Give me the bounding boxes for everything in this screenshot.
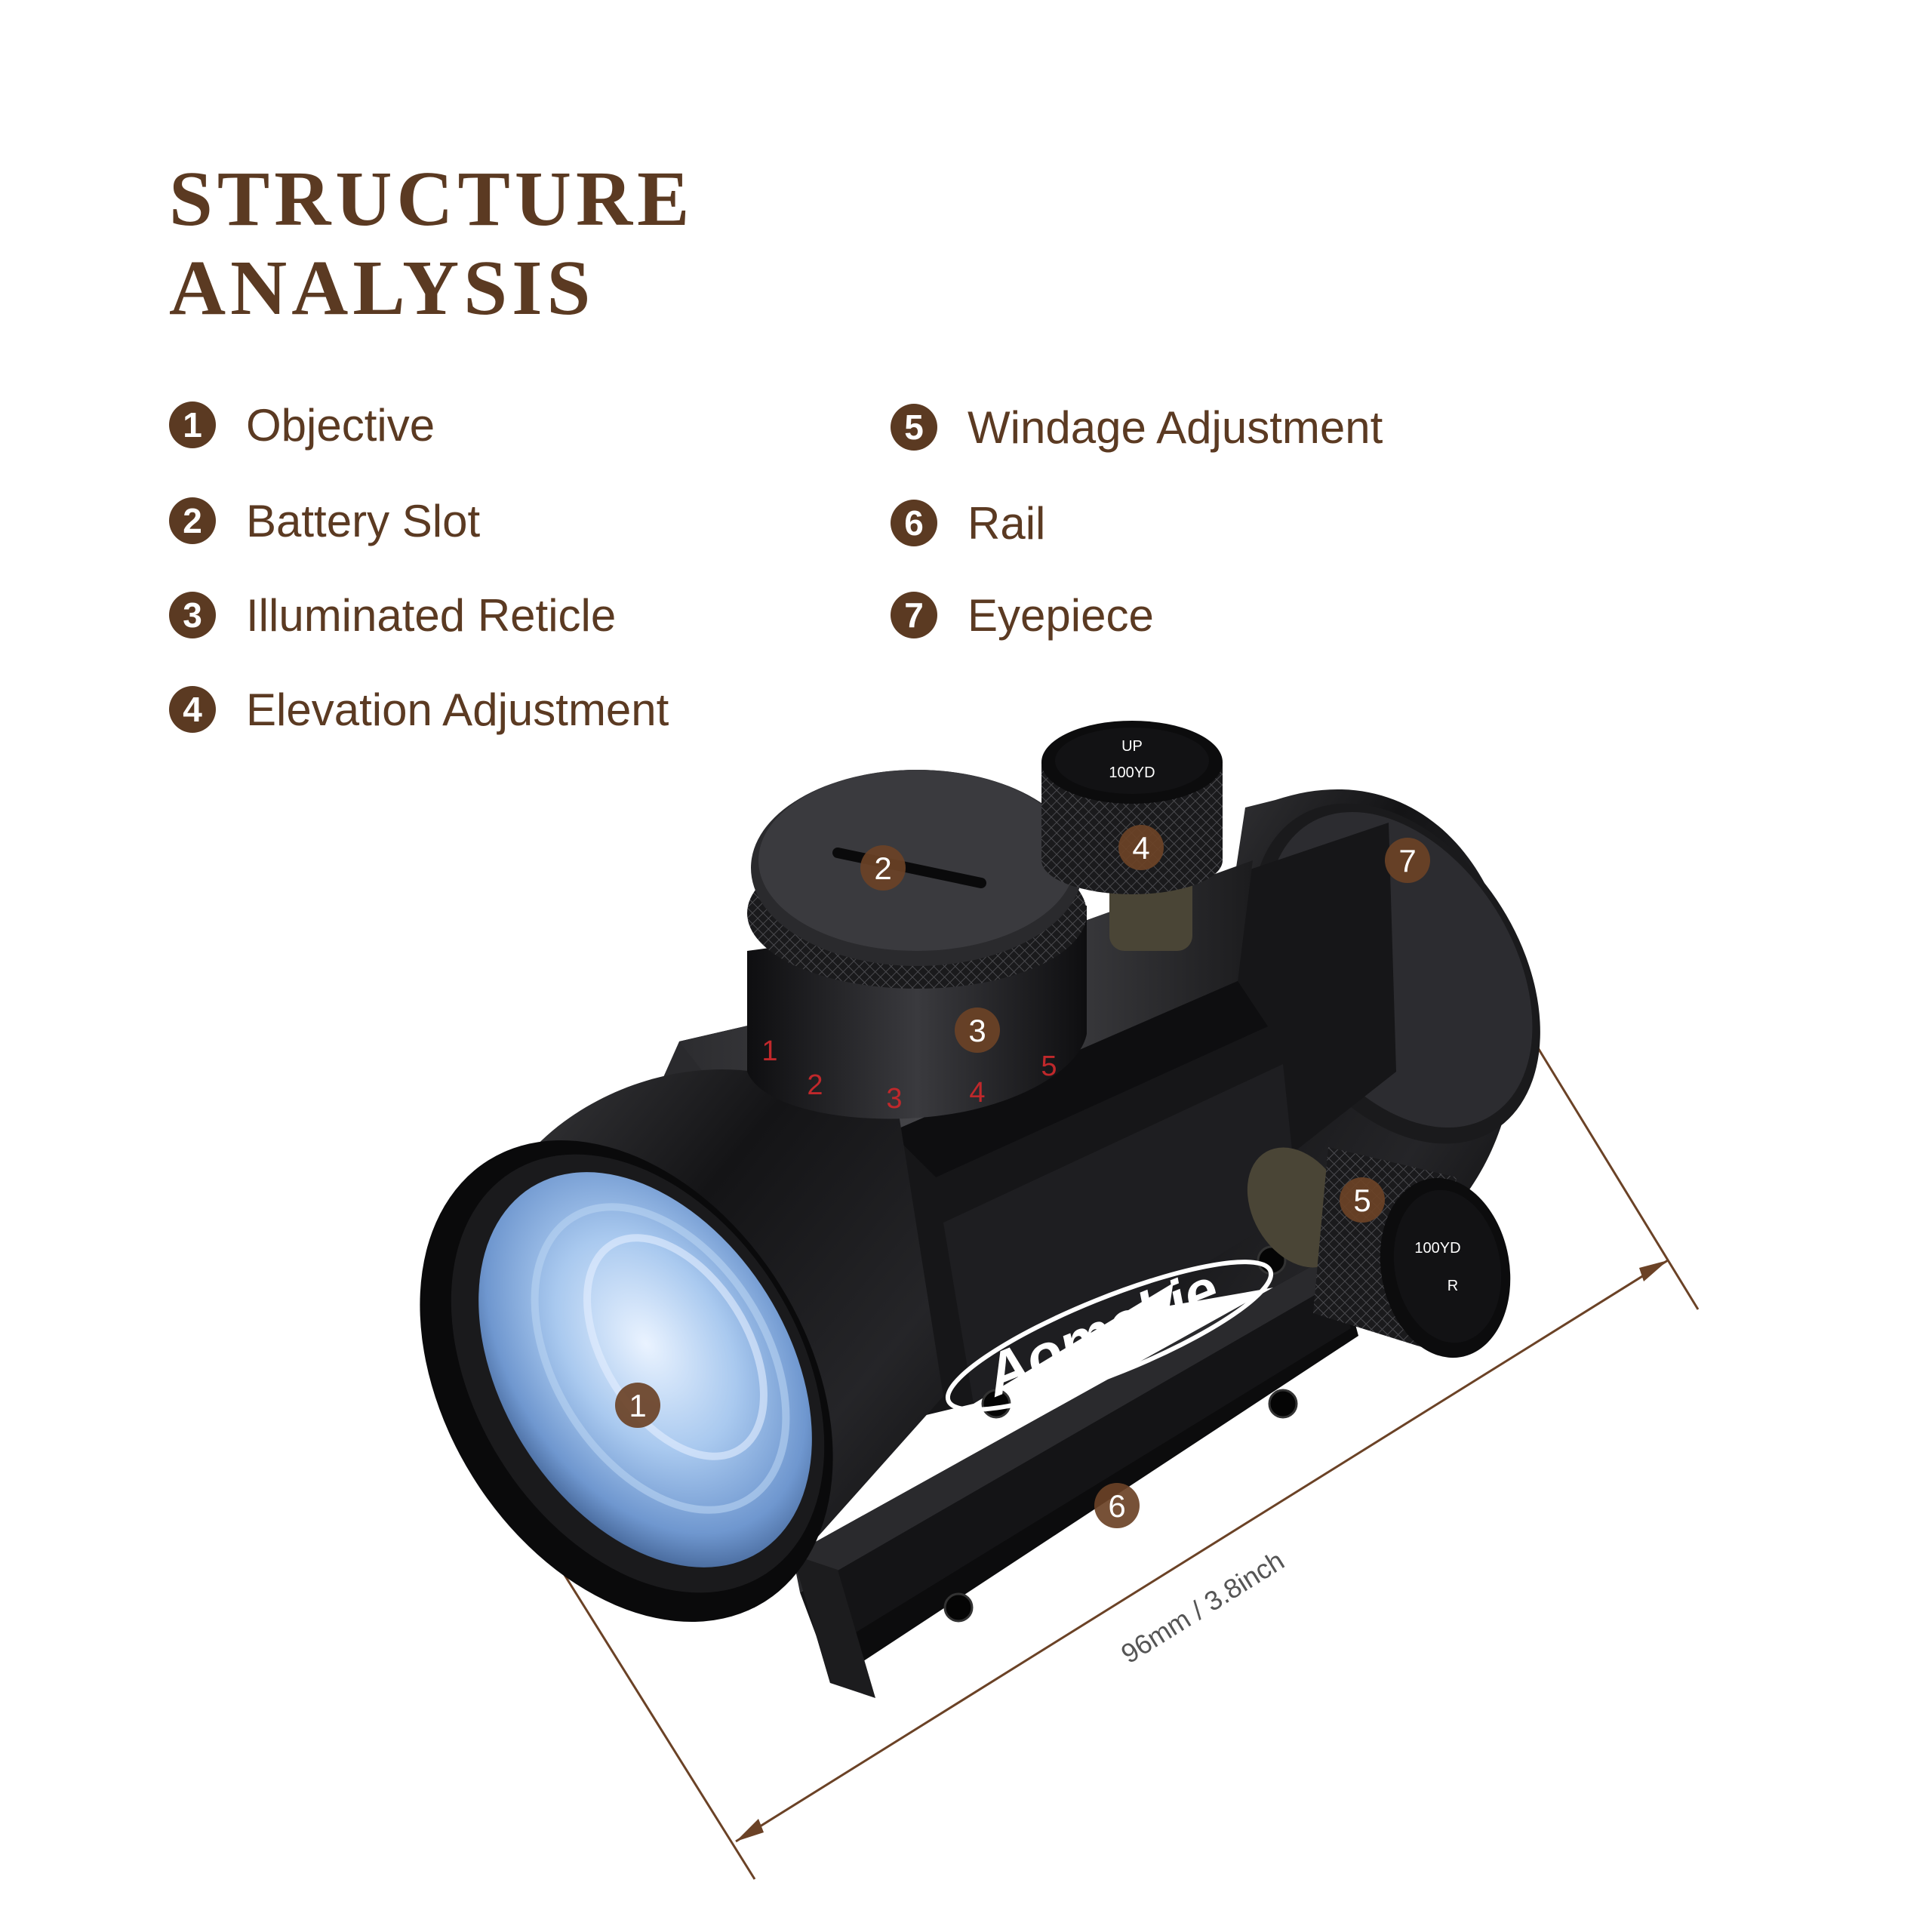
dimension-arrowhead-left (736, 1819, 764, 1841)
legend-number-badge: 7 (891, 592, 937, 638)
page-title: STRUCTURE ANALYSIS (169, 155, 694, 333)
dial-number: 5 (1041, 1051, 1057, 1082)
legend-item-eyepiece: 7 Eyepiece (891, 585, 1154, 645)
legend-label: Illuminated Reticle (246, 589, 617, 641)
illumination-dial: 1 2 3 4 5 (747, 770, 1087, 1119)
svg-text:2: 2 (874, 851, 891, 886)
legend-label: Windage Adjustment (968, 401, 1383, 453)
dial-number: 2 (807, 1069, 823, 1101)
dimension-label: 96mm / 3.8inch (1115, 1545, 1289, 1669)
dial-number: 3 (886, 1083, 902, 1115)
legend-label: Rail (968, 497, 1046, 549)
svg-text:3: 3 (968, 1013, 986, 1048)
windage-unit-label: 100YD (1414, 1240, 1460, 1257)
legend-item-objective: 1 Objective (169, 395, 435, 455)
dimension-arrowhead-right (1639, 1260, 1668, 1281)
rail-screw-hole (943, 1592, 974, 1623)
dial-number: 4 (969, 1077, 985, 1109)
legend-label: Objective (246, 399, 435, 451)
elevation-knob: UP 100YD (1041, 721, 1223, 951)
svg-text:4: 4 (1132, 830, 1149, 866)
callout-marker-battery-slot: 2 (860, 845, 906, 891)
svg-text:5: 5 (1353, 1183, 1371, 1218)
callout-marker-illuminated-reticle: 3 (955, 1008, 1000, 1053)
callout-marker-eyepiece: 7 (1385, 838, 1430, 883)
windage-direction-label: R (1447, 1278, 1458, 1294)
rail-screw-hole (1268, 1389, 1298, 1419)
legend-label: Battery Slot (246, 495, 481, 546)
svg-text:7: 7 (1398, 843, 1416, 878)
windage-knob: 100YD R (1247, 1147, 1511, 1358)
rail (792, 1245, 1358, 1698)
objective-lens (420, 1140, 833, 1623)
legend-item-elevation-adjustment: 4 Elevation Adjustment (169, 679, 669, 740)
legend-number-badge: 1 (169, 401, 216, 448)
legend-number-badge: 5 (891, 404, 937, 451)
dimension-extension-line-left (527, 1516, 756, 1880)
elevation-direction-label: UP (1121, 738, 1143, 755)
legend-item-battery-slot: 2 Battery Slot (169, 491, 480, 551)
legend-label: Elevation Adjustment (246, 684, 669, 735)
callout-marker-objective: 1 (615, 1383, 660, 1428)
title-line-2: ANALYSIS (169, 245, 595, 331)
callout-marker-rail: 6 (1094, 1483, 1140, 1528)
battery-slot-groove (832, 848, 986, 888)
title-line-1: STRUCTURE (169, 155, 694, 242)
svg-text:1: 1 (629, 1388, 646, 1423)
dimension-line (735, 1259, 1669, 1843)
svg-text:6: 6 (1108, 1488, 1125, 1524)
legend-item-windage-adjustment: 5 Windage Adjustment (891, 397, 1383, 457)
brand-logo-swoosh (945, 1260, 1274, 1412)
legend-number-badge: 3 (169, 592, 216, 638)
dial-number: 1 (761, 1035, 777, 1067)
callout-marker-elevation-adjustment: 4 (1118, 825, 1164, 870)
legend-number-badge: 2 (169, 497, 216, 544)
legend-item-illuminated-reticle: 3 Illuminated Reticle (169, 585, 616, 645)
elevation-unit-label: 100YD (1109, 764, 1155, 781)
legend-item-rail: 6 Rail (891, 493, 1045, 553)
legend-number-badge: 4 (169, 686, 216, 733)
callout-marker-windage-adjustment: 5 (1340, 1177, 1385, 1223)
legend-number-badge: 6 (891, 500, 937, 546)
legend-label: Eyepiece (968, 589, 1154, 641)
